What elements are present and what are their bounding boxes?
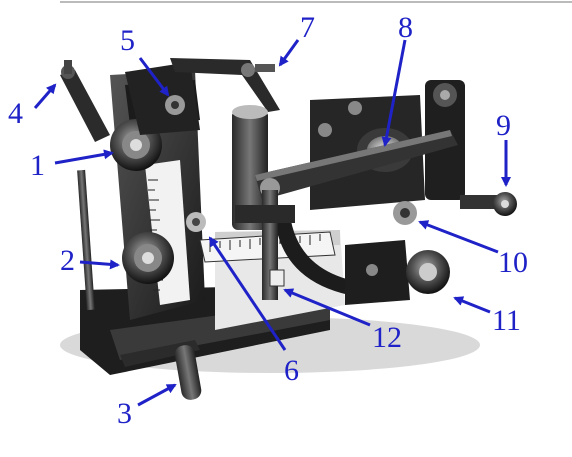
callout-label-4: 4 [8, 97, 23, 130]
callout-label-8: 8 [398, 11, 413, 44]
arrow-8 [381, 39, 407, 147]
callout-label-6: 6 [284, 354, 299, 387]
guide-rod [77, 169, 95, 311]
knob-11 [406, 250, 450, 294]
callout-label-2: 2 [60, 244, 75, 277]
arrow-12 [283, 288, 371, 327]
arrow-3 [137, 383, 177, 407]
arrow-2 [79, 259, 120, 270]
callout-labels: 1 2 3 4 5 6 7 8 9 10 11 12 [8, 11, 528, 430]
bracket-arm [170, 58, 280, 112]
arrow-1 [54, 149, 114, 165]
callout-label-7: 7 [300, 11, 315, 44]
lower-knurled-knob [122, 232, 174, 284]
arc-frame [275, 215, 410, 305]
arrow-10 [418, 220, 499, 254]
callout-label-3: 3 [117, 397, 132, 430]
callout-label-5: 5 [120, 24, 135, 57]
callout-arrows [33, 39, 511, 407]
arrow-4 [33, 83, 57, 109]
callout-label-11: 11 [492, 304, 521, 337]
upper-knurled-knob [110, 119, 162, 171]
knob-10 [393, 201, 417, 225]
callout-label-9: 9 [496, 109, 511, 142]
arrow-7 [278, 39, 300, 67]
callout-label-10: 10 [498, 246, 528, 279]
vertical-post [235, 190, 295, 300]
top-clamp [125, 62, 200, 135]
top-left-lever [60, 60, 110, 142]
arrow-11 [453, 296, 491, 314]
arrow-6 [208, 236, 287, 351]
vertical-cylinder [232, 105, 268, 230]
callout-label-1: 1 [30, 149, 45, 182]
crank-handle [120, 340, 202, 400]
arrow-5 [138, 57, 170, 97]
small-knob-6 [186, 212, 206, 232]
screw-9 [460, 192, 517, 216]
callout-label-12: 12 [372, 321, 402, 354]
